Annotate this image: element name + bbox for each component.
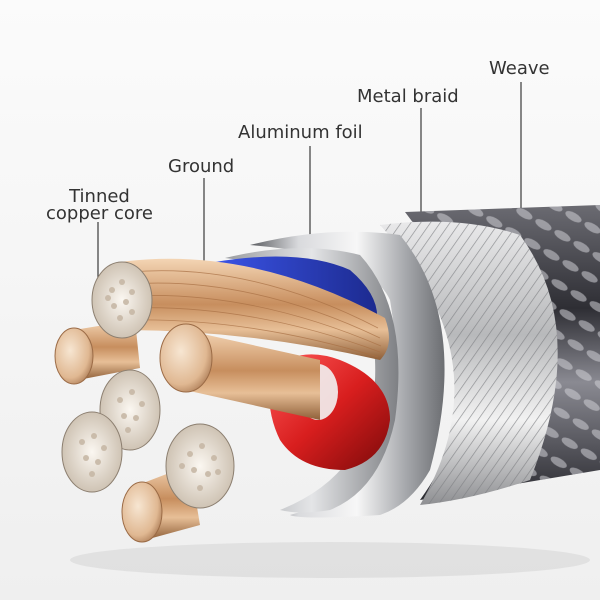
tinned-bundle-bottom[interactable] (165, 423, 235, 509)
tinned-bundle-top[interactable] (91, 261, 153, 339)
label-weave: Weave (489, 58, 550, 79)
bottom-copper-rod-end[interactable] (121, 481, 163, 543)
ground-rod (185, 330, 320, 420)
label-tinned-line1: Tinned (69, 186, 130, 207)
cable-shadow (70, 542, 590, 578)
tinned-strand-dots (79, 279, 221, 491)
label-ground: Ground (168, 156, 235, 177)
label-aluminum-foil: Aluminum foil (238, 122, 363, 143)
copper-strand-lines (129, 270, 382, 358)
metal-braid-texture (380, 221, 558, 505)
aluminum-collar (250, 231, 445, 518)
label-metal-braid: Metal braid (357, 86, 459, 107)
left-copper-rod-end[interactable] (54, 327, 94, 385)
label-tinned-line2: copper core (46, 203, 153, 224)
tinned-bundle-left[interactable] (61, 411, 123, 493)
ground-rod-end[interactable] (159, 323, 213, 393)
tinned-strand-bundles (61, 261, 235, 509)
label-tinned-copper-core: Tinned copper core (46, 186, 153, 224)
